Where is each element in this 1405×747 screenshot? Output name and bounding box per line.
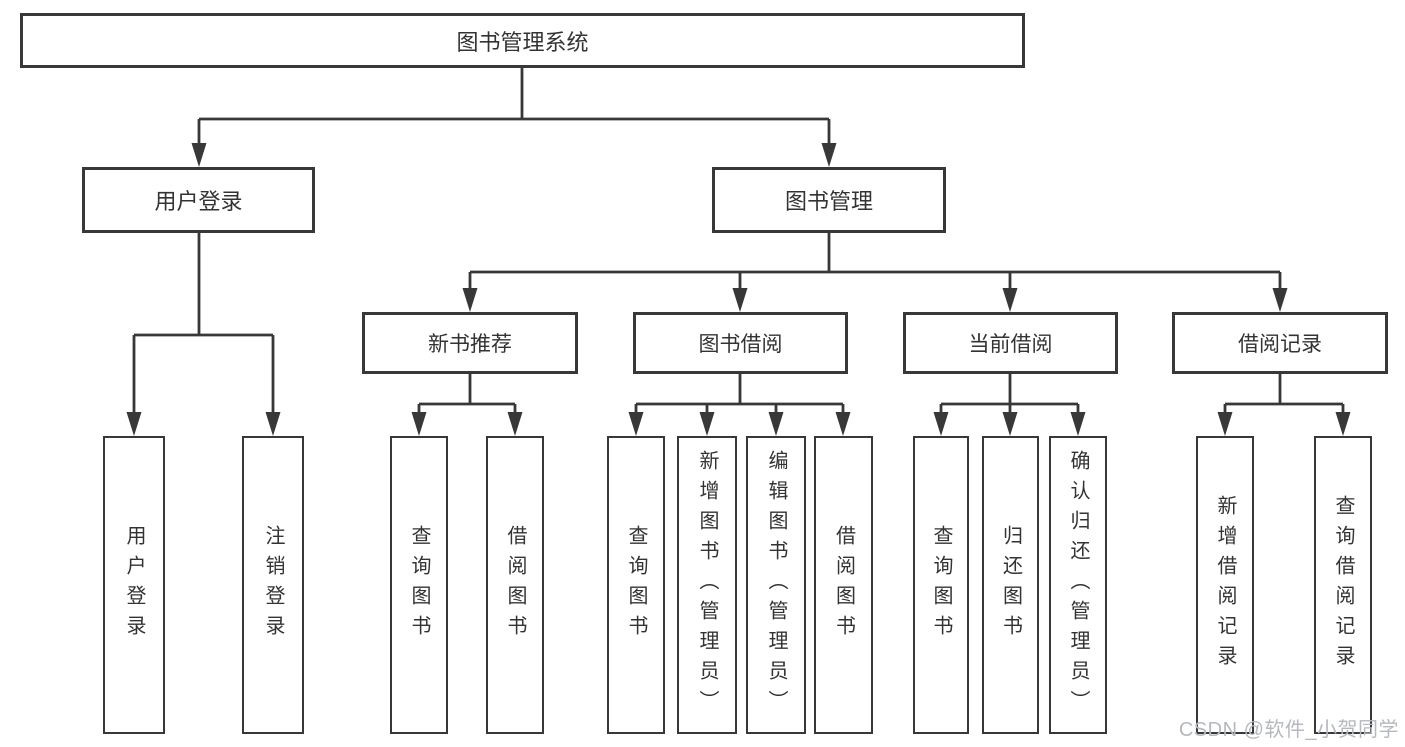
arrowheads bbox=[126, 143, 1351, 436]
node-book-borrowing: 图书借阅 bbox=[633, 312, 848, 374]
arrow-down-icon bbox=[1002, 412, 1018, 436]
node-new-book-recommendation: 新书推荐 bbox=[362, 312, 578, 374]
leaf-return-books: 归还图书 bbox=[982, 436, 1039, 734]
connector-section-2 bbox=[939, 374, 1080, 419]
arrow-down-icon bbox=[1002, 288, 1018, 312]
connector-section-3 bbox=[1223, 374, 1345, 419]
arrow-down-icon bbox=[628, 412, 644, 436]
leaf-label: 借阅图书 bbox=[504, 525, 526, 645]
arrow-down-icon bbox=[933, 412, 949, 436]
arrow-down-icon bbox=[191, 143, 207, 167]
node-label: 图书借阅 bbox=[698, 333, 783, 356]
node-label: 图书管理 bbox=[784, 189, 873, 214]
leaf-label: 查询图书 bbox=[408, 525, 430, 645]
connector-section-1 bbox=[634, 374, 845, 419]
leaf-label: 新增图书（管理员） bbox=[696, 450, 718, 720]
arrow-down-icon bbox=[126, 412, 142, 436]
leaf-label: 用户登录 bbox=[123, 525, 145, 645]
node-library-management-system: 图书管理系统 bbox=[20, 13, 1025, 68]
leaf-label: 确认归还（管理员） bbox=[1067, 450, 1089, 720]
arrow-down-icon bbox=[507, 412, 523, 436]
leaf-edit-books-admin: 编辑图书（管理员） bbox=[746, 436, 806, 734]
arrow-down-icon bbox=[265, 412, 281, 436]
connector-book-branch bbox=[468, 233, 1282, 295]
leaf-label: 新增借阅记录 bbox=[1214, 495, 1236, 675]
node-borrowing-records: 借阅记录 bbox=[1172, 312, 1388, 374]
arrow-down-icon bbox=[835, 412, 851, 436]
leaf-add-borrow-record: 新增借阅记录 bbox=[1196, 436, 1254, 734]
arrow-down-icon bbox=[1070, 412, 1086, 436]
leaf-label: 查询图书 bbox=[930, 525, 952, 645]
arrow-down-icon bbox=[732, 288, 748, 312]
leaf-query-borrow-record: 查询借阅记录 bbox=[1314, 436, 1372, 734]
arrow-down-icon bbox=[462, 288, 478, 312]
leaf-query-books-current: 查询图书 bbox=[913, 436, 969, 734]
connector-root bbox=[197, 68, 831, 148]
leaf-logout: 注销登录 bbox=[242, 436, 304, 734]
node-label: 当前借阅 bbox=[968, 333, 1053, 356]
node-label: 新书推荐 bbox=[428, 333, 512, 356]
leaf-label: 借阅图书 bbox=[832, 525, 855, 645]
connector-section-0 bbox=[417, 374, 517, 419]
node-user-login-branch: 用户登录 bbox=[82, 167, 315, 233]
leaf-label: 查询图书 bbox=[625, 525, 647, 645]
node-label: 图书管理系统 bbox=[456, 29, 589, 55]
leaf-user-login: 用户登录 bbox=[103, 436, 165, 734]
leaf-add-books-admin: 新增图书（管理员） bbox=[677, 436, 737, 734]
arrow-down-icon bbox=[1217, 412, 1233, 436]
arrow-down-icon bbox=[1335, 412, 1351, 436]
watermark: CSDN @软件_小贺同学 bbox=[1178, 719, 1399, 741]
arrow-down-icon bbox=[821, 143, 837, 167]
node-book-management-branch: 图书管理 bbox=[712, 167, 946, 233]
arrow-down-icon bbox=[411, 412, 427, 436]
leaf-label: 编辑图书（管理员） bbox=[765, 450, 787, 720]
arrow-down-icon bbox=[699, 412, 715, 436]
node-label: 用户登录 bbox=[154, 189, 243, 214]
leaf-label: 归还图书 bbox=[999, 525, 1022, 645]
connector-user-branch bbox=[132, 233, 275, 418]
leaf-query-books-recommend: 查询图书 bbox=[390, 436, 448, 734]
leaf-borrow-books-borrowing: 借阅图书 bbox=[814, 436, 873, 734]
leaf-confirm-return-admin: 确认归还（管理员） bbox=[1049, 436, 1107, 734]
arrow-down-icon bbox=[768, 412, 784, 436]
leaf-borrow-books-recommend: 借阅图书 bbox=[486, 436, 544, 734]
node-label: 借阅记录 bbox=[1238, 333, 1322, 356]
arrow-down-icon bbox=[1272, 288, 1288, 312]
leaf-label: 查询借阅记录 bbox=[1332, 495, 1354, 675]
leaf-query-books-borrowing: 查询图书 bbox=[607, 436, 665, 734]
leaf-label: 注销登录 bbox=[262, 525, 284, 645]
node-current-borrowing: 当前借阅 bbox=[903, 312, 1118, 374]
